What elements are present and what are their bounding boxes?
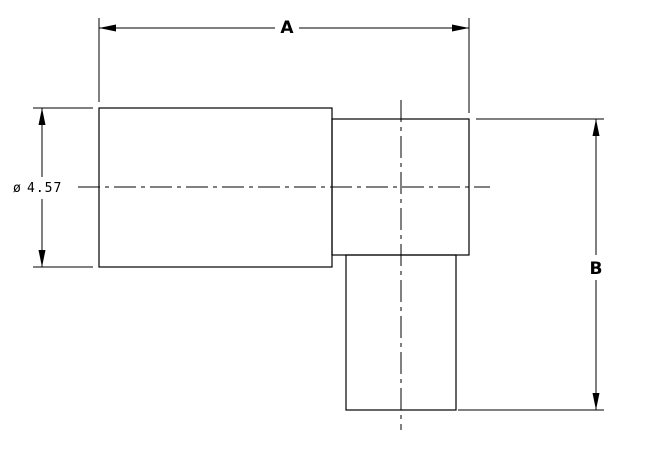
dim-b-arrow-bottom xyxy=(592,393,600,410)
dim-b-label: B xyxy=(590,259,603,279)
dia-arrow-bottom xyxy=(38,250,46,267)
dim-a-label: A xyxy=(280,18,294,38)
diameter-value: 4.57 xyxy=(27,181,62,196)
dia-arrow-top xyxy=(38,108,46,125)
dim-a-arrow-right xyxy=(452,24,469,32)
dim-b-arrow-top xyxy=(592,119,600,136)
dim-a-arrow-left xyxy=(99,24,116,32)
diameter-symbol: ø xyxy=(13,181,22,196)
